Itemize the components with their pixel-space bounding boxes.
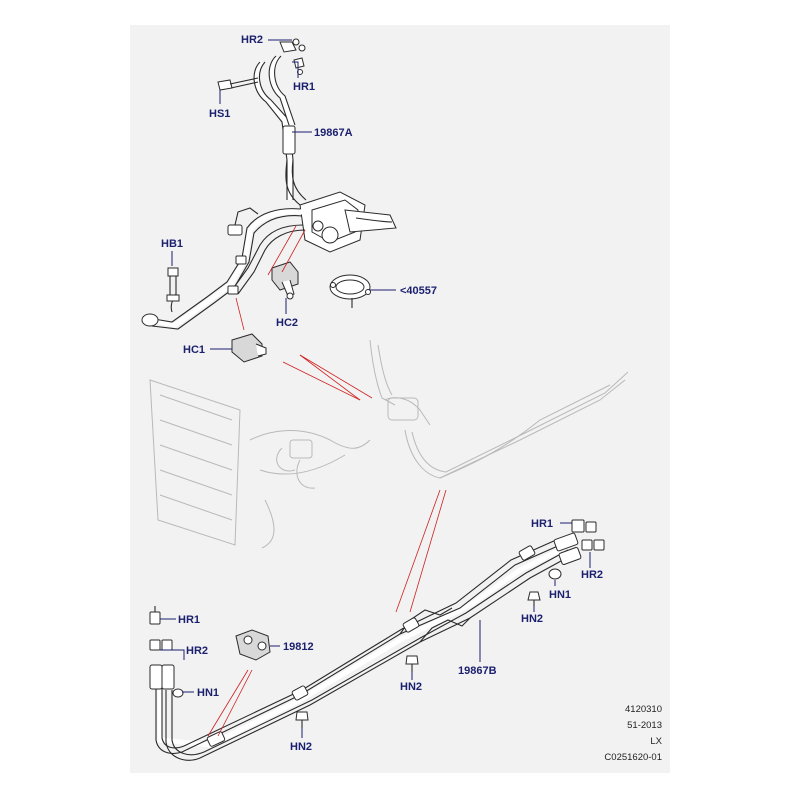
- reference-line-2: 51-2013: [627, 720, 662, 731]
- callout-labels: HR2 HR1 HS1 19867A HB1 <40557 HC2 HC1 HR…: [161, 34, 603, 753]
- callout-hr2-right: HR2: [581, 569, 603, 581]
- callout-19867a: 19867A: [314, 127, 353, 139]
- reference-line-4: C0251620-01: [604, 752, 662, 763]
- callout-hn2-bottom: HN2: [290, 741, 312, 753]
- callout-hn1-left: HN1: [197, 687, 219, 699]
- hose-retainer-hr2-left: [149, 639, 173, 651]
- callout-hn2-right: HN2: [521, 613, 543, 625]
- lower-hose-assembly: [149, 532, 582, 761]
- detail-guide-lines: [207, 225, 447, 737]
- callout-hr1-top: HR1: [293, 81, 315, 93]
- hose-retainer-hr1-top: [293, 57, 305, 75]
- nut-hn2-right: [527, 591, 541, 606]
- bolt-hs1: [217, 77, 259, 91]
- callout-hr1-right: HR1: [531, 518, 553, 530]
- ghost-context-drawing: [149, 339, 629, 549]
- leader-lines: [160, 39, 591, 738]
- reference-line-1: 4120310: [625, 704, 662, 715]
- callout-hr2-left: HR2: [186, 645, 208, 657]
- callout-hn1-right: HN1: [549, 589, 571, 601]
- callout-hr2-top: HR2: [241, 34, 263, 46]
- bolt-hb1: [166, 267, 180, 302]
- diagram-panel: [130, 25, 670, 773]
- callout-hc2: HC2: [276, 317, 298, 329]
- hose-retainer-hr1-right: [571, 519, 597, 533]
- callout-19867b: 19867B: [458, 665, 497, 677]
- nut-hn2-mid: [405, 655, 419, 672]
- hose-retainer-hr2-top: [279, 38, 306, 53]
- reference-line-3: LX: [650, 736, 662, 747]
- clip-hc2: [271, 261, 299, 300]
- clip-hc1: [231, 333, 267, 363]
- callout-hb1: HB1: [161, 238, 183, 250]
- hose-retainer-hr1-left: [149, 606, 161, 625]
- callout-hc1: HC1: [183, 344, 205, 356]
- nut-hn2-bottom: [295, 711, 309, 728]
- callout-hn2-mid: HN2: [400, 681, 422, 693]
- callout-hs1: HS1: [209, 108, 230, 120]
- bracket-19812: [235, 629, 271, 661]
- hose-retainer-hr2-right: [581, 539, 605, 551]
- callout-40557: <40557: [400, 285, 437, 297]
- gasket-40557: [329, 274, 371, 308]
- callout-19812: 19812: [283, 641, 314, 653]
- callout-hr1-left: HR1: [178, 614, 200, 626]
- upper-hose-assembly: [141, 55, 397, 330]
